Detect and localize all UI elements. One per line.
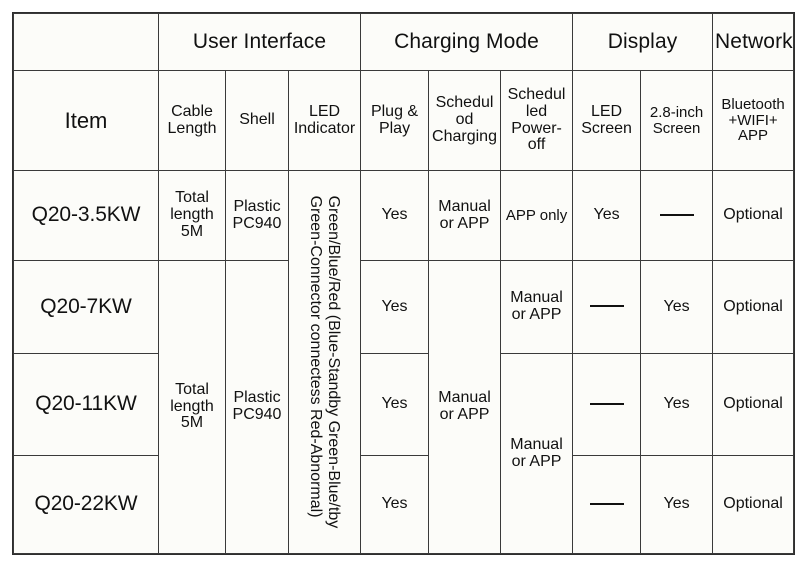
column-header-network-connectivity: Bluetooth +WIFI+ APP — [712, 70, 795, 171]
column-header-scheduled-power-off: Schedul led Power- off — [500, 70, 574, 171]
column-header-row: Item Cable Length Shell LED Indicator — [13, 70, 795, 171]
column-header-item: Item — [13, 70, 159, 171]
cell-led-screen-row2 — [572, 260, 642, 354]
dash-glyph-icon — [589, 502, 624, 505]
cable-length-line2: Length — [167, 119, 217, 137]
led-desc-line2: Green-Connector connectess Red-Abnormal) — [307, 195, 325, 518]
led-screen-line2: Screen — [581, 119, 632, 137]
column-header-led-screen: LED Screen — [572, 70, 642, 171]
network-line1: Bluetooth — [721, 95, 785, 113]
cell-shell-row1: Plastic PC940 — [225, 170, 289, 261]
scheduled-charging-line2: od — [455, 111, 474, 129]
cell-network-row4: Optional — [712, 455, 795, 554]
cable-line2: length — [170, 206, 214, 224]
led-indicator-rotated-text: Green/Blue/Red (Blue-Standby Green-Blue/… — [307, 196, 343, 529]
plug-play-line1: Plug & — [370, 102, 419, 120]
led-screen-line1: LED — [590, 102, 623, 120]
group-header-row: User Interface Charging Mode Display Net… — [13, 13, 795, 71]
screen28-line2: Screen — [652, 119, 701, 137]
cell-scheduled-charging-row1: Manual or APP — [428, 170, 502, 261]
column-header-led-indicator: LED Indicator — [287, 70, 362, 171]
sched-line2: or APP — [439, 406, 490, 423]
sched-line1: Manual — [438, 389, 491, 407]
cell-scheduled-charging-merged: Manual or APP — [428, 260, 502, 554]
cell-power-off-merged: Manual or APP — [500, 353, 574, 554]
led-desc-line1: Green/Blue/Red (Blue-Standby Green-Blue/… — [325, 195, 343, 529]
row-model-q20-11kw: Q20-11KW — [13, 353, 159, 456]
power-off-line4: off — [527, 136, 546, 154]
cell-plug-play-row4: Yes — [360, 455, 430, 554]
cell-shell-merged: Plastic PC940 — [225, 260, 289, 554]
poweroff-line1: Manual — [510, 289, 563, 307]
scheduled-charging-line1: Schedul — [435, 94, 494, 112]
shell-line2: PC940 — [232, 406, 282, 423]
scheduled-charging-line3: Charging — [432, 127, 497, 145]
cell-power-off-row2: Manual or APP — [500, 260, 574, 354]
cable-line3: 5M — [180, 222, 204, 240]
group-header-blank — [13, 13, 159, 71]
row-model-q20-7kw: Q20-7KW — [13, 260, 159, 354]
sched-line1: Manual — [438, 197, 491, 215]
cell-28-inch-screen-row4: Yes — [640, 455, 714, 554]
poweroff-line2: or APP — [511, 452, 562, 470]
dash-glyph-icon — [589, 305, 624, 308]
dash-glyph-icon — [589, 402, 624, 405]
cell-28-inch-screen-row1 — [640, 170, 714, 261]
cell-power-off-row1: APP only — [500, 170, 574, 261]
column-header-cable-length: Cable Length — [158, 70, 226, 171]
row-model-q20-22kw: Q20-22KW — [13, 455, 159, 554]
cell-cable-length-merged: Total length 5M — [158, 260, 226, 554]
network-line3: APP — [738, 127, 769, 145]
cell-28-inch-screen-row2: Yes — [640, 260, 714, 354]
cable-line3: 5M — [180, 414, 204, 432]
power-off-line1: Schedul — [507, 85, 566, 103]
group-header-charging-mode: Charging Mode — [360, 13, 574, 71]
cell-plug-play-row1: Yes — [360, 170, 430, 261]
cell-28-inch-screen-row3: Yes — [640, 353, 714, 456]
screen28-line1: 2.8-inch — [649, 103, 704, 121]
cable-line1: Total — [175, 189, 209, 207]
shell-line1: Plastic — [233, 197, 281, 215]
group-header-display: Display — [572, 13, 714, 71]
cable-line2: length — [170, 397, 214, 415]
led-indicator-rotated-wrapper: Green/Blue/Red (Blue-Standby Green-Blue/… — [290, 172, 360, 553]
power-off-line3: Power- — [511, 119, 562, 137]
cell-led-indicator-description: Green/Blue/Red (Blue-Standby Green-Blue/… — [287, 170, 362, 554]
cell-network-row1: Optional — [712, 170, 795, 261]
table-row: Q20-22KW Yes Yes Optional — [13, 455, 795, 554]
cable-length-line1: Cable — [171, 102, 213, 120]
cell-led-screen-row4 — [572, 455, 642, 554]
product-specification-table: User Interface Charging Mode Display Net… — [11, 12, 796, 555]
table-row: Q20-11KW Yes Manual or APP Yes Optional — [13, 353, 795, 554]
power-off-line2: led — [525, 102, 548, 120]
cell-plug-play-row2: Yes — [360, 260, 430, 354]
dash-glyph-icon — [659, 213, 694, 216]
table-row: Q20-3.5KW Total length 5M Plastic PC940 — [13, 170, 795, 554]
group-header-user-interface: User Interface — [157, 13, 362, 71]
network-line2: +WIFI+ — [728, 111, 778, 129]
cell-plug-play-row3: Yes — [360, 353, 430, 456]
table-row: Q20-7KW Total length 5M Plastic PC940 — [13, 260, 795, 554]
shell-line1: Plastic — [233, 389, 281, 407]
column-header-plug-and-play: Plug & Play — [360, 70, 430, 171]
column-header-28-inch-screen: 2.8-inch Screen — [640, 70, 714, 171]
column-header-shell: Shell — [225, 70, 289, 171]
led-indicator-line2: Indicator — [293, 119, 356, 137]
row-model-q20-3-5kw: Q20-3.5KW — [13, 170, 159, 261]
cell-network-row2: Optional — [712, 260, 795, 354]
cell-led-screen-row3 — [572, 353, 642, 456]
cable-line1: Total — [175, 380, 209, 398]
group-header-network: Network — [712, 13, 795, 71]
shell-line2: PC940 — [232, 214, 282, 232]
cell-cable-length-row1: Total length 5M — [158, 170, 226, 261]
cell-network-row3: Optional — [712, 353, 795, 456]
column-header-scheduled-charging: Schedul od Charging — [428, 70, 502, 171]
plug-play-line2: Play — [378, 119, 411, 137]
sched-line2: or APP — [439, 214, 490, 232]
poweroff-line2: or APP — [511, 306, 562, 323]
poweroff-line1: Manual — [510, 435, 563, 453]
led-indicator-line1: LED — [308, 102, 341, 120]
cell-led-screen-row1: Yes — [572, 170, 642, 261]
